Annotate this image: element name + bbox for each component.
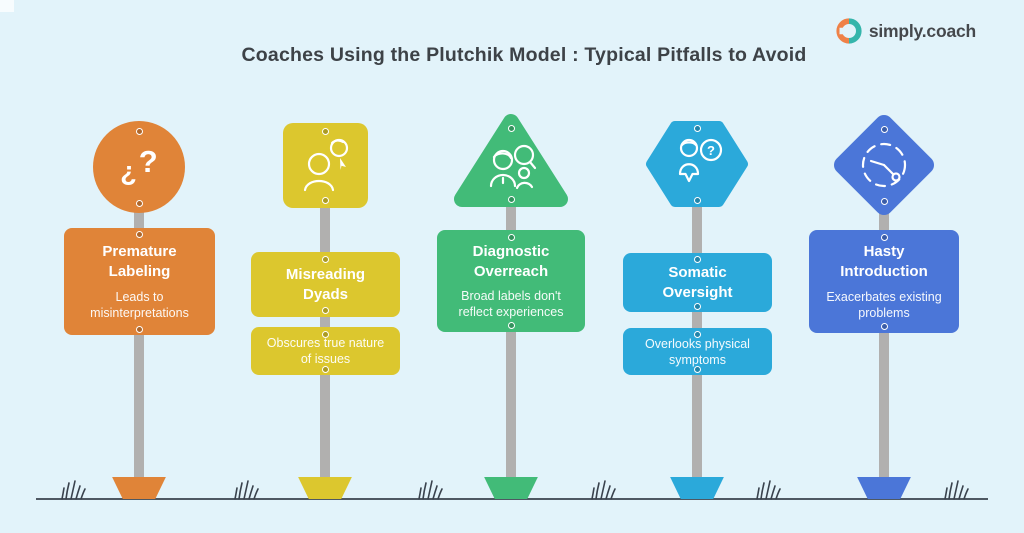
grass-tuft — [591, 480, 616, 500]
grass-tuft — [418, 480, 443, 500]
brand-logo-text: simply.coach — [868, 20, 976, 41]
page-title: Coaches Using the Plutchik Model : Typic… — [241, 44, 807, 66]
grass-tuft — [944, 480, 969, 500]
corner-artifact — [0, 0, 14, 12]
grass-tuft — [61, 480, 86, 500]
simply-coach-logo-icon — [836, 18, 862, 44]
grass-tuft — [234, 480, 259, 500]
brand-logo: simply.coach — [836, 17, 976, 45]
grass-tuft — [756, 480, 781, 500]
